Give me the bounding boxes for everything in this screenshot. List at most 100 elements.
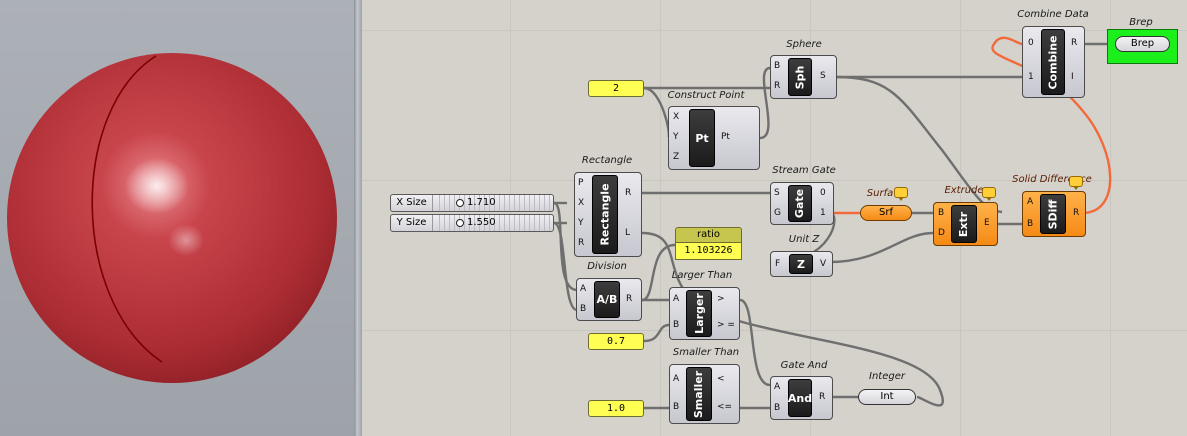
construct-point-core: Pt: [689, 109, 715, 167]
threshold-low-panel[interactable]: 0.7: [588, 333, 644, 350]
sphere-highlight: [125, 158, 189, 214]
y-size-slider[interactable]: Y Size 1.550: [390, 214, 554, 232]
rectangle-input-r[interactable]: R: [578, 238, 585, 248]
division-core: A/B: [594, 281, 620, 318]
larger-input-b[interactable]: B: [673, 320, 680, 330]
x-size-label: X Size: [391, 195, 433, 211]
threshold-high-panel[interactable]: 1.0: [588, 400, 644, 417]
surface-warning-icon[interactable]: [894, 187, 908, 201]
gate-and-core: And: [788, 379, 812, 417]
surface-param[interactable]: Srf: [860, 205, 912, 221]
extrude-title: Extrude: [944, 185, 984, 196]
point-input-x[interactable]: X: [673, 112, 680, 122]
larger-output-gt[interactable]: >: [717, 294, 725, 304]
unit-z-component[interactable]: F Z V: [770, 251, 833, 277]
sphere-component[interactable]: B R Sph S: [770, 55, 837, 99]
surface-title: Surfa: [866, 188, 894, 199]
y-size-value: 1.550: [467, 217, 496, 228]
larger-output-gte[interactable]: > =: [717, 320, 735, 330]
gate-input-s[interactable]: S: [774, 188, 780, 198]
sphere-output-s[interactable]: S: [820, 71, 826, 81]
smaller-than-component[interactable]: A B Smaller < <=: [669, 364, 740, 424]
stream-gate-title: Stream Gate: [772, 165, 836, 176]
sphere-input-r[interactable]: R: [774, 81, 781, 91]
rhino-viewport[interactable]: [0, 0, 354, 436]
rectangle-input-p[interactable]: P: [578, 178, 584, 188]
extrude-warning-icon[interactable]: [982, 187, 996, 201]
ratio-panel-value: 1.103226: [675, 243, 742, 260]
division-output-r[interactable]: R: [626, 294, 633, 304]
combine-output-i[interactable]: I: [1071, 72, 1074, 82]
larger-than-core: Larger: [686, 290, 712, 337]
construct-point-component[interactable]: X Y Z Pt Pt: [668, 106, 760, 170]
extrude-component[interactable]: B D Extr E: [933, 202, 998, 246]
rectangle-input-x[interactable]: X: [578, 198, 585, 208]
combine-input-1[interactable]: 1: [1028, 72, 1034, 82]
unitz-output-v[interactable]: V: [820, 259, 827, 269]
x-size-slider[interactable]: X Size 1.710: [390, 194, 554, 212]
and-input-a[interactable]: A: [774, 382, 781, 392]
smaller-output-lte[interactable]: <=: [717, 402, 733, 412]
integer-param[interactable]: Int: [858, 389, 916, 405]
unitz-input-f[interactable]: F: [775, 259, 781, 269]
division-input-a[interactable]: A: [580, 284, 587, 294]
rectangle-component[interactable]: P X Y R Rectangle R L: [574, 172, 642, 257]
extrude-input-b[interactable]: B: [938, 208, 945, 218]
combine-data-title: Combine Data: [1017, 9, 1089, 20]
grasshopper-canvas[interactable]: Sphere B R Sph S 2 Construct Point X Y Z…: [362, 0, 1187, 436]
stream-gate-component[interactable]: S G Gate 0 1: [770, 182, 834, 225]
point-input-z[interactable]: Z: [673, 152, 680, 162]
smaller-input-a[interactable]: A: [673, 374, 680, 384]
brep-param[interactable]: Brep: [1115, 36, 1170, 52]
sdiff-output-r[interactable]: R: [1073, 208, 1080, 218]
construct-point-title: Construct Point: [667, 90, 745, 101]
point-input-y[interactable]: Y: [673, 132, 679, 142]
sphere-body: [7, 53, 337, 383]
point-output-pt[interactable]: Pt: [721, 132, 730, 142]
x-size-value: 1.710: [467, 197, 496, 208]
gate-input-g[interactable]: G: [774, 208, 781, 218]
y-size-label: Y Size: [391, 215, 433, 231]
brep-title: Brep: [1129, 17, 1153, 28]
sdiff-input-b[interactable]: B: [1027, 219, 1034, 229]
extrude-output-e[interactable]: E: [984, 218, 990, 228]
larger-than-component[interactable]: A B Larger > > =: [669, 287, 740, 340]
integer-title: Integer: [869, 371, 905, 382]
unit-z-title: Unit Z: [788, 234, 820, 245]
sphere-core: Sph: [788, 58, 812, 96]
unit-z-core: Z: [789, 254, 813, 274]
sdiff-input-a[interactable]: A: [1027, 197, 1034, 207]
larger-than-title: Larger Than: [671, 270, 733, 281]
extrude-core: Extr: [951, 205, 977, 243]
division-input-b[interactable]: B: [580, 304, 587, 314]
solid-difference-component[interactable]: A B SDiff R: [1022, 191, 1086, 237]
combine-input-0[interactable]: 0: [1028, 38, 1034, 48]
sphere-input-b[interactable]: B: [774, 61, 781, 71]
gate-output-1[interactable]: 1: [820, 208, 826, 218]
larger-input-a[interactable]: A: [673, 294, 680, 304]
division-component[interactable]: A B A/B R: [576, 278, 642, 321]
extrude-input-d[interactable]: D: [938, 228, 945, 238]
smaller-than-core: Smaller: [686, 367, 712, 421]
y-size-knob[interactable]: [456, 219, 464, 227]
rectangle-output-r[interactable]: R: [625, 188, 632, 198]
solid-difference-warning-icon[interactable]: [1069, 176, 1083, 190]
solid-difference-title: Solid Difference: [1012, 174, 1092, 185]
and-input-b[interactable]: B: [774, 403, 781, 413]
stream-gate-core: Gate: [788, 185, 812, 222]
rectangle-input-y[interactable]: Y: [578, 218, 584, 228]
gate-and-component[interactable]: A B And R: [770, 376, 833, 420]
and-output-r[interactable]: R: [819, 392, 826, 402]
x-size-knob[interactable]: [456, 199, 464, 207]
gate-output-0[interactable]: 0: [820, 188, 826, 198]
combine-output-r[interactable]: R: [1071, 38, 1078, 48]
sphere-title: Sphere: [786, 39, 822, 50]
seam-curve: [91, 55, 163, 363]
radius-panel[interactable]: 2: [588, 80, 644, 97]
rectangle-output-l[interactable]: L: [625, 228, 631, 238]
viewport-splitter[interactable]: [354, 0, 362, 436]
ratio-panel-header[interactable]: ratio: [675, 227, 742, 243]
combine-data-component[interactable]: 0 1 Combine R I: [1022, 26, 1085, 98]
smaller-input-b[interactable]: B: [673, 402, 680, 412]
smaller-output-lt[interactable]: <: [717, 374, 725, 384]
